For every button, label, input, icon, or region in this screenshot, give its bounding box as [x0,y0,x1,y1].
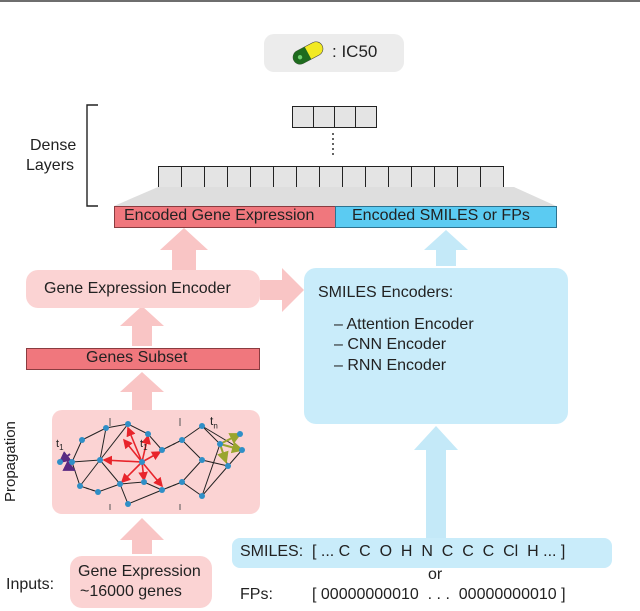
dense-cell [181,166,205,188]
dense-cell [434,166,458,188]
inputs-label: Inputs: [6,576,55,593]
dense-bracket [86,104,98,207]
ic50-label: : IC50 [332,42,378,61]
genes-subset-bar [26,348,260,370]
propagation-label: Propagation [2,421,19,502]
dense-cell [342,166,366,188]
or-label: or [428,566,443,583]
fps-prefix: FPs: [240,586,273,603]
dense-cell [319,166,343,188]
dense-cell [296,166,320,188]
smiles-prefix: SMILES: [240,543,304,560]
arrow-up-to-genes-subset [120,372,164,410]
smiles-encoders-box [304,268,568,424]
t1-center-label: t1 [140,438,148,453]
dense-label-line1: Dense [30,137,77,154]
dense-cell [388,166,412,188]
dense-cell [457,166,481,188]
gene-input-line1: Gene Expression [78,563,201,580]
t1-label: t1 [56,438,64,453]
dense-cell [480,166,504,188]
gene-expression-encoder [26,270,260,308]
gene-encoder-label: Gene Expression Encoder [44,280,231,297]
dense-funnel [114,187,556,206]
smiles-encoders-title: SMILES Encoders: [318,284,454,301]
fps-value: [ 00000000010 . . . 00000000010 ] [312,586,566,603]
propagation-network [57,418,245,510]
pill-icon [292,41,324,65]
top-divider [0,0,640,2]
arrow-up-encoded-gene [160,228,208,272]
arrow-up-encoded-smiles [424,230,468,266]
encoded-smiles-label: Encoded SMILES or FPs [352,207,530,224]
arrow-up-to-smiles-encoders [414,426,458,538]
dense-cell [250,166,274,188]
arrow-up-to-gene-encoder [120,306,164,346]
arrow-up-to-propagation [120,518,164,554]
smiles-value: [ ... C C O H N C C C Cl H ... ] [312,543,566,560]
dense-cell [204,166,228,188]
smiles-input-box [232,538,612,568]
dense-cell [227,166,251,188]
encoder-item-cnn: – CNN Encoder [334,336,447,353]
dense-cell [411,166,435,188]
genes-subset-label: Genes Subset [86,349,188,366]
dense-layer-large [158,166,514,188]
dense-cell [158,166,182,188]
dense-label-line2: Layers [26,157,75,174]
arrow-right-to-smiles [260,268,304,312]
encoder-item-rnn: – RNN Encoder [334,357,447,374]
encoder-item-attention: – Attention Encoder [334,316,474,333]
gene-expression-input [70,556,212,608]
tn-label: tn [210,414,218,431]
dense-layer-small [292,106,380,128]
ic50-output [264,34,404,72]
dense-cell [365,166,389,188]
gene-input-line2: ~16000 genes [80,583,182,600]
encoded-smiles-bar [335,206,557,228]
layer-ellipsis [332,133,334,156]
encoded-gene-label: Encoded Gene Expression [124,207,315,224]
dense-cell [273,166,297,188]
